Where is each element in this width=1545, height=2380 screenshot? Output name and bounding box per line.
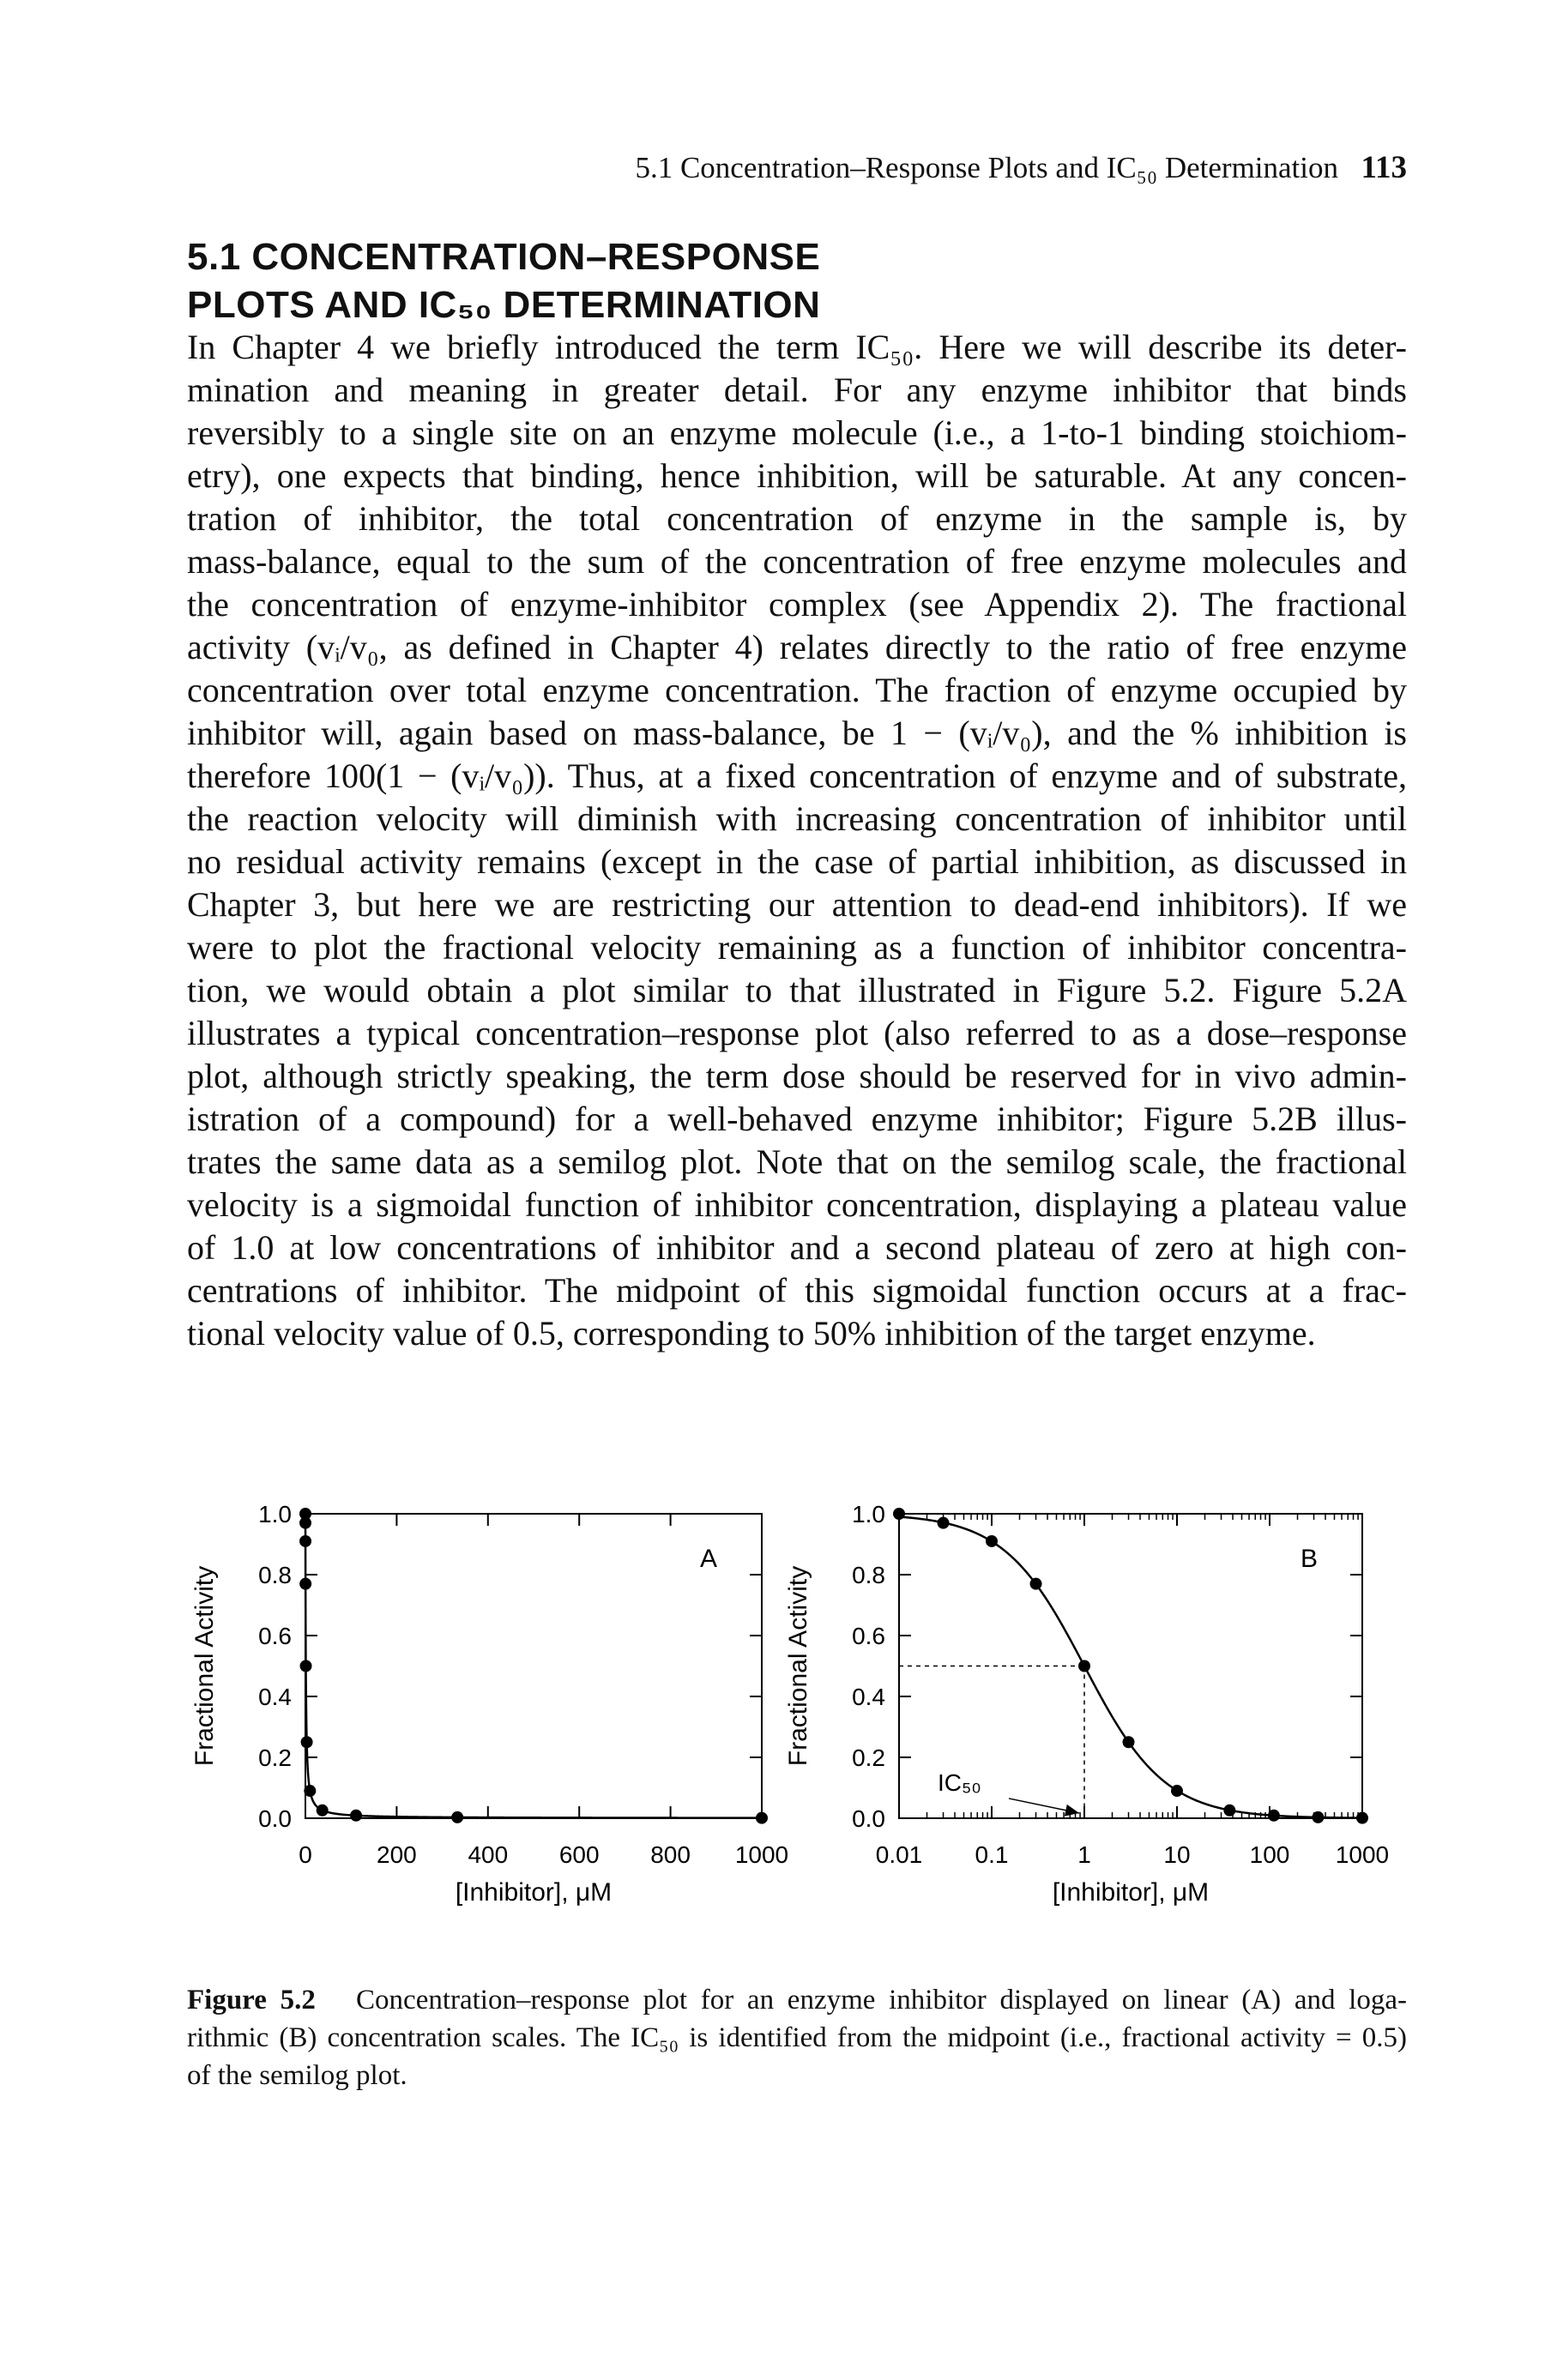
panel-b-x-tick-label: 100: [1250, 1841, 1290, 1868]
body-line: tional velocity value of 0.5, correspond…: [187, 1314, 1316, 1353]
running-head-title: 5.1 Concentration–Response Plots and IC₅…: [635, 151, 1338, 184]
caption-line: rithmic (B) concentration scales. The IC…: [187, 2022, 1407, 2053]
panel-b-data-point: [986, 1534, 998, 1547]
section-heading: 5.1 CONCENTRATION–RESPONSE PLOTS AND IC₅…: [187, 233, 1216, 329]
panel-a-x-tick-label: 600: [559, 1841, 600, 1868]
panel-b-x-axis-title: [Inhibitor], μM: [1053, 1878, 1209, 1907]
panel-a-x-tick-label: 400: [468, 1841, 508, 1868]
panel-b-y-tick-label: 0.0: [852, 1805, 885, 1832]
body-line: centrations of inhibitor. The midpoint o…: [187, 1271, 1407, 1310]
panel-b-data-point: [1223, 1804, 1236, 1817]
panel-b-data-point: [1171, 1785, 1183, 1798]
body-line: of 1.0 at low concentrations of inhibito…: [187, 1228, 1407, 1267]
panel-a-x-tick-label: 0: [299, 1841, 312, 1868]
panel-a-x-axis-title: [Inhibitor], μM: [456, 1878, 612, 1907]
panel-b-data-point: [1312, 1811, 1325, 1823]
section-heading-line-2: PLOTS AND IC₅₀ DETERMINATION: [187, 284, 821, 326]
panel-b-y-tick-label: 0.4: [852, 1684, 885, 1710]
body-line: mination and meaning in greater detail. …: [187, 371, 1407, 409]
figure-5-2: 0.0 0.2 0.4 0.6 0.8 1.0 0 200 400 600 800 1000 [Inhi…: [190, 1501, 1389, 1907]
panel-b-y-tick-label: 0.2: [852, 1744, 885, 1771]
panel-a-y-tick-label: 0.2: [258, 1744, 292, 1771]
panel-a-data-point: [299, 1660, 312, 1672]
panel-a-data-point: [300, 1736, 313, 1749]
page-number: 113: [1361, 150, 1407, 185]
panel-b-data-point: [893, 1508, 905, 1520]
body-line: tration of inhibitor, the total concentr…: [187, 499, 1407, 538]
running-head: 5.1 Concentration–Response Plots and IC₅…: [532, 150, 1407, 194]
body-line: Chapter 3, but here we are restricting o…: [187, 885, 1407, 924]
panel-a-data-point: [451, 1811, 464, 1823]
body-line: the reaction velocity will diminish with…: [187, 799, 1407, 838]
panel-b-x-tick-label: 0.1: [975, 1841, 1009, 1868]
panel-a-data-point: [304, 1785, 317, 1798]
body-line: In Chapter 4 we briefly introduced the t…: [187, 328, 1407, 366]
panel-b-data-point: [1029, 1577, 1042, 1590]
body-line: the concentration of enzyme-inhibitor co…: [187, 585, 1407, 624]
panel-b-ic50-label: IC₅₀: [938, 1769, 981, 1796]
panel-a-letter: A: [700, 1545, 717, 1573]
body-line: tion, we would obtain a plot similar to …: [187, 971, 1407, 1009]
panel-a-data-point: [299, 1516, 312, 1529]
panel-a-data-point: [350, 1809, 363, 1822]
caption-text: Concentration–response plot for an enzym…: [356, 1985, 1407, 2015]
panel-b-x-tick-label: 1: [1077, 1841, 1091, 1868]
body-line: inhibitor will, again based on mass-bala…: [187, 714, 1407, 752]
panel-a-y-tick-label: 0.8: [258, 1562, 292, 1588]
panel-b-y-axis-title: Fractional Activity: [784, 1566, 812, 1766]
panel-b-ic50-arrowhead: [1064, 1804, 1079, 1817]
panel-a-fit-curve: [304, 1514, 763, 1819]
panel-b-data-point: [937, 1516, 950, 1529]
panel-a-y-axis-title: Fractional Activity: [190, 1566, 219, 1766]
section-heading-line-1: 5.1 CONCENTRATION–RESPONSE: [187, 236, 821, 278]
panel-b-data-point: [1356, 1811, 1368, 1824]
body-line: activity (vᵢ/v₀, as defined in Chapter 4…: [187, 628, 1407, 666]
panel-b-y-tick-label: 0.8: [852, 1562, 885, 1588]
panel-b-data-point: [1122, 1736, 1135, 1749]
panel-a-x-tick-label: 1000: [735, 1841, 788, 1868]
body-line: velocity is a sigmoidal function of inhi…: [187, 1185, 1407, 1224]
panel-b-y-tick-label: 0.6: [852, 1623, 885, 1649]
panel-b-x-tick-label: 0.01: [876, 1841, 923, 1868]
panel-a-y-tick-label: 0.0: [258, 1805, 292, 1832]
body-line: istration of a compound) for a well-beha…: [187, 1100, 1407, 1138]
body-line: therefore 100(1 − (vᵢ/v₀)). Thus, at a f…: [187, 756, 1407, 795]
body-line: trates the same data as a semilog plot. …: [187, 1142, 1407, 1181]
panel-a-data-point: [299, 1508, 312, 1520]
panel-a-data-point: [756, 1811, 768, 1824]
body-line: concentration over total enzyme concentr…: [187, 671, 1407, 709]
panel-a-y-tick-label: 0.4: [258, 1684, 292, 1710]
panel-b-data-point: [1267, 1809, 1280, 1822]
caption-label: Figure 5.2: [187, 1985, 316, 2015]
panel-a-y-tick-label: 0.6: [258, 1623, 292, 1649]
figure-caption: Figure 5.2 Concentration–response plot f…: [187, 1981, 1407, 2094]
panel-b-x-tick-label: 10: [1163, 1841, 1190, 1868]
caption-line: of the semilog plot.: [187, 2060, 407, 2091]
body-line: were to plot the fractional velocity rem…: [187, 928, 1407, 967]
body-line: reversibly to a single site on an enzyme…: [187, 413, 1407, 452]
body-line: mass-balance, equal to the sum of the co…: [187, 542, 1407, 581]
panel-a-x-tick-label: 200: [377, 1841, 417, 1868]
body-paragraph: In Chapter 4 we briefly introduced the t…: [187, 326, 1407, 1355]
body-line: etry), one expects that binding, hence i…: [187, 456, 1407, 495]
panel-a-frame: [305, 1513, 763, 1819]
panel-b-letter: B: [1301, 1545, 1318, 1573]
panel-a-data-point: [299, 1577, 312, 1590]
body-line: plot, although strictly speaking, the te…: [187, 1057, 1407, 1095]
panel-b-y-tick-label: 1.0: [852, 1501, 885, 1527]
panel-a-y-tick-label: 1.0: [258, 1501, 292, 1527]
panel-b-x-tick-label: 1000: [1336, 1841, 1389, 1868]
body-line: no residual activity remains (except in …: [187, 842, 1407, 881]
panel-a-x-tick-label: 800: [650, 1841, 691, 1868]
panel-a-data-point: [316, 1804, 329, 1817]
body-line: illustrates a typical concentration–resp…: [187, 1014, 1407, 1052]
panel-a-data-point: [299, 1534, 312, 1547]
